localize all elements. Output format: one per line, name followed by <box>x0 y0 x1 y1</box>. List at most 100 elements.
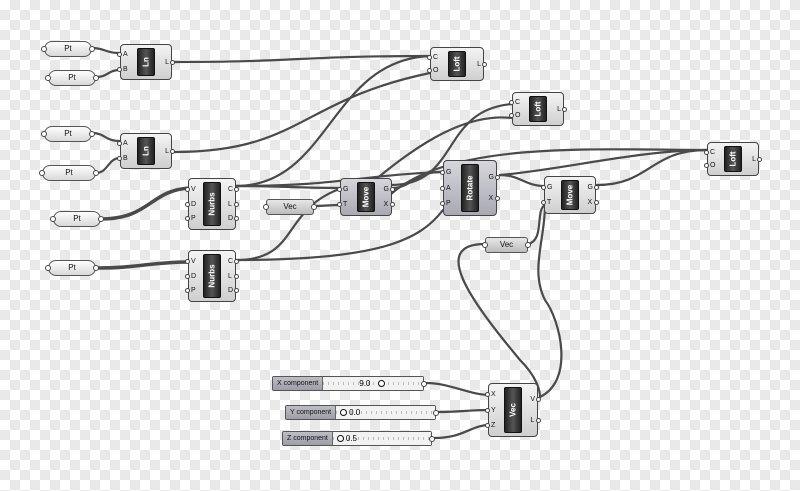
pt-param-3[interactable]: Pt <box>41 126 95 142</box>
input-port-c[interactable]: C <box>426 53 439 61</box>
slider-knob[interactable] <box>378 380 386 387</box>
wire <box>234 186 344 262</box>
slider-track[interactable]: 0.5 <box>332 432 431 445</box>
output-port-g[interactable]: G <box>383 186 397 193</box>
slider-value: 0.0 <box>349 408 361 417</box>
wire <box>498 173 547 188</box>
pt-param-6[interactable]: Pt <box>45 260 99 276</box>
input-port-g[interactable]: G <box>439 168 452 176</box>
input-port-a[interactable]: A <box>117 140 128 148</box>
input-port-b[interactable]: B <box>117 154 128 162</box>
output-port-l[interactable]: L <box>227 272 240 280</box>
input-port-y[interactable]: Y <box>485 406 496 414</box>
output-port-x[interactable]: X <box>488 195 502 202</box>
input-port-a[interactable]: A <box>117 51 128 59</box>
pt-param-1[interactable]: Pt <box>41 41 95 57</box>
vec-param-1[interactable]: Vec <box>263 199 317 215</box>
slider-value: 0.5 <box>345 434 357 443</box>
input-port-p[interactable]: P <box>439 200 451 208</box>
output-port-g[interactable]: G <box>488 174 502 181</box>
pt-param-4[interactable]: Pt <box>39 165 99 181</box>
wire <box>234 54 432 188</box>
input-port-o[interactable]: O <box>426 67 439 75</box>
slider-label: X component <box>273 377 324 390</box>
input-port-t[interactable]: T <box>336 201 348 208</box>
input-port-d[interactable]: D <box>184 272 197 280</box>
slider-track[interactable]: 9.0 <box>323 377 423 390</box>
input-port-t[interactable]: T <box>540 199 552 206</box>
component-name: Loft <box>728 151 738 167</box>
input-port-v[interactable]: V <box>184 257 196 265</box>
output-port-l[interactable]: L <box>530 416 541 424</box>
component-body: Ln <box>137 48 155 76</box>
input-port-b[interactable]: B <box>117 65 128 73</box>
output-port-l[interactable]: L <box>165 147 175 155</box>
slider-knob[interactable] <box>336 435 344 442</box>
output-port-c[interactable]: C <box>227 185 240 193</box>
input-port-p[interactable]: P <box>184 215 196 223</box>
output-port-c[interactable]: C <box>227 257 240 265</box>
input-port-g[interactable]: G <box>336 186 349 193</box>
output-port-l[interactable]: L <box>477 60 487 68</box>
output-port-d[interactable]: D <box>227 215 240 223</box>
component-body: Nurbs <box>203 182 221 226</box>
output-port-v[interactable]: V <box>530 396 541 404</box>
x-component-slider[interactable]: X component 9.0 <box>272 376 427 391</box>
output-port-g[interactable]: G <box>587 184 601 191</box>
component-name: Ln <box>141 146 151 156</box>
output-port-d[interactable]: D <box>227 287 240 295</box>
output-port-l[interactable]: L <box>557 105 567 113</box>
wire <box>537 203 563 399</box>
input-port-p[interactable]: P <box>184 287 196 295</box>
wire <box>94 260 192 270</box>
y-component-slider[interactable]: Y component 0.0 <box>285 405 439 420</box>
input-port-z[interactable]: Z <box>485 421 496 429</box>
slider-value: 9.0 <box>359 379 371 388</box>
input-port-d[interactable]: D <box>184 200 197 208</box>
component-name: Nurbs <box>207 264 217 288</box>
slider-track[interactable]: 0.0 <box>336 406 435 419</box>
component-body: Vec <box>504 387 522 433</box>
output-port-l[interactable]: L <box>227 200 240 208</box>
input-port-c[interactable]: C <box>703 148 716 156</box>
component-body: Loft <box>448 51 466 77</box>
component-body: Move <box>357 182 375 212</box>
output-port-l[interactable]: L <box>165 58 175 66</box>
wire <box>595 148 709 187</box>
wire <box>94 68 122 79</box>
component-body: Loft <box>529 96 547 122</box>
input-port-v[interactable]: V <box>184 185 196 193</box>
input-port-x[interactable]: X <box>485 391 496 399</box>
output-port-x[interactable]: X <box>587 199 601 206</box>
vec-param-2[interactable]: Vec <box>482 237 531 253</box>
slider-knob[interactable] <box>340 409 348 416</box>
move-component-1[interactable]: G T Move G X <box>336 178 397 216</box>
component-body: Ln <box>137 137 155 165</box>
input-port-o[interactable]: O <box>703 162 716 170</box>
component-body: Nurbs <box>203 254 221 298</box>
output-port-l[interactable]: L <box>752 155 762 163</box>
pt-param-5[interactable]: Pt <box>50 211 104 227</box>
wire <box>172 71 432 154</box>
z-component-slider[interactable]: Z component 0.5 <box>282 431 435 446</box>
input-port-o[interactable]: O <box>508 112 521 120</box>
pt-param-2[interactable]: Pt <box>45 70 99 86</box>
component-name: Vec <box>508 403 518 417</box>
input-port-g[interactable]: G <box>540 184 553 191</box>
component-name: Move <box>361 186 371 208</box>
output-port-x[interactable]: X <box>383 201 397 208</box>
input-port-a[interactable]: A <box>439 184 451 192</box>
input-port-c[interactable]: C <box>508 98 521 106</box>
